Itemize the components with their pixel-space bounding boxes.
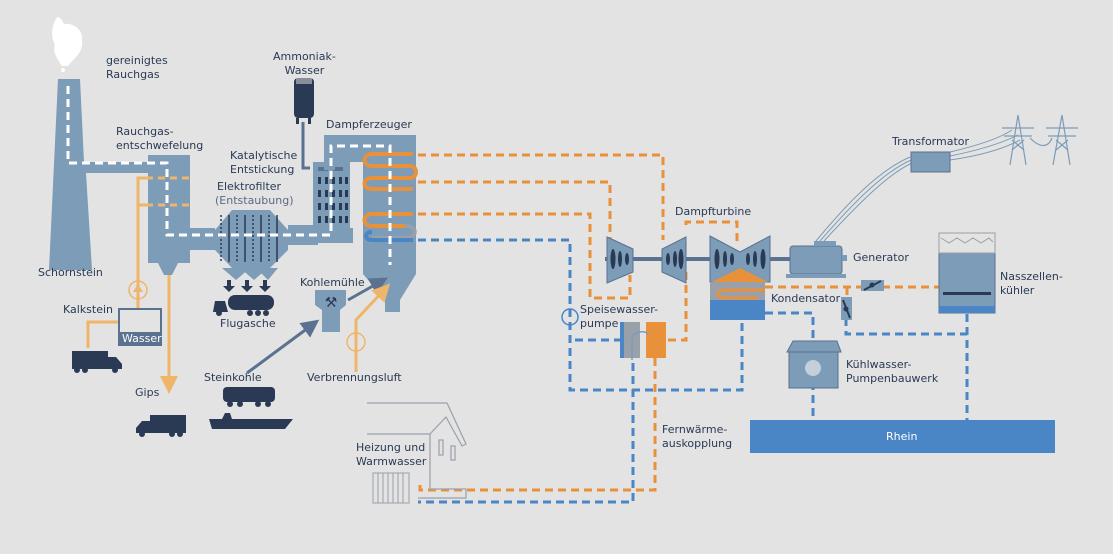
label-generator: Generator (853, 251, 909, 264)
coal-mill: ⚒ (315, 290, 346, 332)
generator (786, 241, 847, 278)
label-gypsum: Gips (135, 386, 160, 399)
label-electrofilter: Elektrofilter (217, 180, 282, 193)
coal-arrow (246, 319, 320, 375)
label-district-heating: Fernwärme- auskopplung (662, 423, 733, 450)
steam-lines (418, 153, 940, 492)
desulfurization-unit (148, 155, 215, 275)
smoke-cloud-icon (52, 17, 83, 72)
label-river: Rhein (886, 430, 918, 443)
label-steam-generator: Dampferzeuger (326, 118, 412, 131)
steam-turbine (605, 235, 790, 284)
label-condenser: Kondensator (771, 292, 841, 305)
label-coal-mill: Kohlemühle (300, 276, 365, 289)
radiator-icon (372, 472, 410, 504)
ammonia-tank (294, 78, 314, 170)
fan-icon (346, 332, 366, 352)
power-lines (815, 129, 1021, 242)
house-icon (367, 402, 467, 499)
label-smoke: gereinigtes Rauchgas (106, 54, 168, 81)
label-feedwater-pump: Speisewasser- pumpe (580, 303, 659, 330)
river-rhein (750, 420, 1055, 453)
power-pylon-icon (1002, 114, 1078, 166)
feedwater-pump-icon (561, 308, 579, 326)
valve-icon (841, 297, 852, 320)
label-chimney: Schornstein (38, 266, 103, 279)
label-wet-cooler: Nasszellen- kühler (1000, 270, 1063, 297)
label-hard-coal: Steinkohle (204, 371, 262, 384)
truck-icon (72, 351, 122, 373)
electrofilter (215, 210, 318, 280)
steam-generator (324, 135, 418, 312)
label-transformer: Transformator (892, 135, 970, 148)
label-cooling-pump: Kühlwasser- Pumpenbauwerk (846, 358, 939, 385)
label-combustion-air: Verbrennungsluft (307, 371, 402, 384)
label-ammonia: Ammoniak- Wasser (273, 50, 336, 77)
combustion-air-arrow (354, 283, 391, 372)
valve-icon (861, 280, 884, 291)
wet-cell-cooler (938, 232, 996, 314)
cooling-pump-house (786, 340, 842, 389)
label-electrofilter-sub: (Entstaubung) (215, 194, 294, 207)
chimney (49, 79, 155, 270)
truck-icon (136, 415, 186, 437)
feedwater-heater (620, 322, 666, 360)
ship-icon (209, 413, 293, 429)
catalytic-denox (313, 162, 353, 243)
fly-ash-arrows (223, 280, 271, 292)
limestone-supply (86, 176, 178, 394)
label-water: Wasser (122, 332, 162, 345)
tanker-truck-icon (213, 295, 274, 316)
hammer-pick-icon: ⚒ (325, 295, 338, 311)
train-wagon-icon (223, 387, 275, 407)
flue-gas-path (66, 86, 392, 265)
label-desulfurization: Rauchgas- entschwefelung (116, 125, 204, 152)
pump-icon (128, 280, 148, 300)
transformer-box (910, 151, 951, 173)
label-catalytic: Katalytische Entstickung (230, 149, 298, 176)
label-steam-turbine: Dampfturbine (675, 205, 752, 218)
label-heating: Heizung und Warmwasser (356, 441, 427, 468)
water-tank (118, 308, 162, 346)
label-limestone: Kalkstein (63, 303, 114, 316)
condenser (710, 268, 768, 320)
label-fly-ash: Flugasche (220, 317, 276, 330)
